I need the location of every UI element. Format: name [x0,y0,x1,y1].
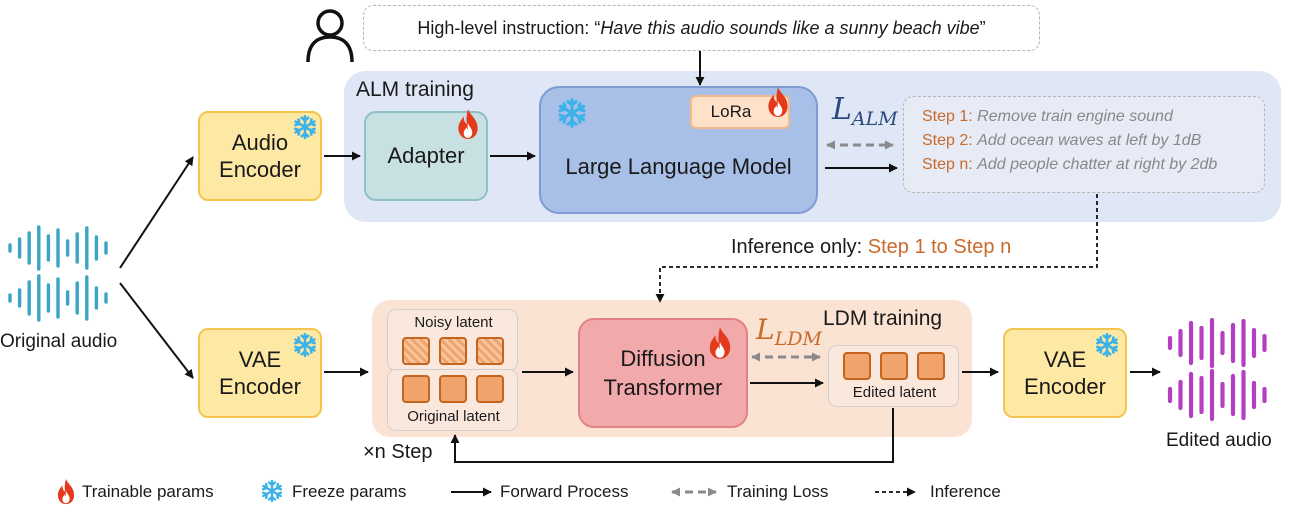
audio-encoder-label: Audio Encoder [219,130,301,182]
legend-trainable: Trainable params [82,482,214,501]
step-row: Step 2: Add ocean waves at left by 1dB [922,129,1264,153]
steps-box: Step 1: Remove train engine sound Step 2… [903,96,1265,193]
noisy-latent-square [439,337,467,365]
instruction-quote: Have this audio sounds like a sunny beac… [600,17,980,38]
step-label: Step 2: [922,132,973,149]
ldm-loss-subscript: LDM [774,328,822,350]
n-step-label: ×n Step [363,441,433,463]
flame-icon [57,478,75,505]
legend-forward-arrow [451,487,492,497]
legend-forward: Forward Process [500,482,629,501]
edited-audio-waveform-icon [1167,317,1267,422]
alm-training-label: ALM training [356,78,474,101]
n-step-loop-arrow [450,408,894,463]
edited-latent-label: Edited latent [852,384,937,401]
edited-latent-box: Edited latent [828,345,959,407]
noisy-latent-label: Noisy latent [414,314,493,331]
noisy-latent-box: Noisy latent [387,309,518,371]
legend-loss-arrow [671,487,717,497]
noisy-latent-square [402,337,430,365]
legend-inference: Inference [930,482,1001,501]
inference-only-label: Inference only: Step 1 to Step n [731,236,1011,259]
instruction-prefix: High-level instruction: “ [417,17,601,38]
step-label: Step 1: [922,108,973,125]
original-latent-square [476,375,504,403]
snowflake-icon [261,479,283,503]
to-audio-encoder-arrow [119,156,194,269]
vae-encoder-right-label: VAE Encoder [1024,347,1106,399]
original-latent-square [439,375,467,403]
llm-label: Large Language Model [565,154,792,179]
edited-latent-square [843,352,871,380]
noisy-latent-square [476,337,504,365]
original-latent-square [402,375,430,403]
step-text: Remove train engine sound [977,108,1173,125]
inference-step-range: Step 1 to Step n [867,236,1012,258]
ldm-training-label: LDM training [823,307,943,330]
ldm-loss-l: L [756,313,775,346]
alm-loss-subscript: ALM [851,108,898,130]
original-audio-waveform-icon [8,225,108,322]
lora-label: LoRa [710,102,752,121]
legend-inference-arrow [875,487,916,497]
alm-loss-l: L [832,92,852,127]
instruction-box: High-level instruction: “Have this audio… [363,5,1040,51]
original-audio-label: Original audio [0,331,118,352]
adapter-label: Adapter [387,143,465,168]
step-label: Step n: [922,156,973,173]
user-icon [306,9,354,63]
step-row: Step 1: Remove train engine sound [922,105,1264,129]
step-row: Step n: Add people chatter at right by 2… [922,153,1264,177]
legend-loss: Training Loss [727,482,829,501]
vae-encoder-left-label: VAE Encoder [219,347,301,399]
instruction-suffix: ” [979,17,986,38]
diffusion-transformer-box: Diffusion Transformer [578,318,748,428]
diffusion-transformer-label: Diffusion Transformer [603,346,723,400]
edited-latent-square [880,352,908,380]
step-text: Add people chatter at right by 2db [977,156,1218,173]
original-latent-label: Original latent [407,408,500,425]
edited-audio-label: Edited audio [1166,430,1272,451]
legend: Trainable params Freeze params Forward P… [0,476,1297,508]
edited-latent-square [917,352,945,380]
inference-only-prefix: Inference only: [731,236,868,258]
vae-encoder-right-box: VAE Encoder [1003,328,1127,418]
legend-freeze: Freeze params [292,482,407,501]
alm-loss-symbol: LALM [832,92,898,130]
to-vae-encoder-arrow [119,282,194,379]
ldm-loss-symbol: LLDM [756,313,822,350]
original-latent-box: Original latent [387,369,518,431]
inference-arrow [655,194,1098,303]
step-text: Add ocean waves at left by 1dB [977,132,1202,149]
